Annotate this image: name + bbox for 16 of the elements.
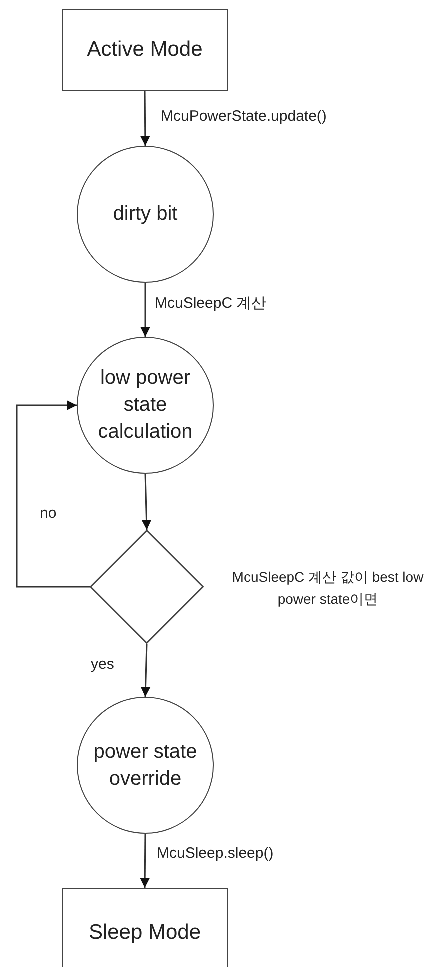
arrow [140, 283, 150, 337]
edge-label: McuSleep.sleep() [155, 845, 276, 862]
process-circle: power state override [77, 697, 214, 834]
arrow [140, 644, 151, 698]
edge-label: McuPowerState.update() [159, 108, 329, 125]
edge-label: McuSleepC 계산 [153, 294, 269, 313]
arrow [142, 474, 152, 530]
decision-diamond [90, 530, 204, 644]
process-circle: dirty bit [77, 146, 214, 283]
state-box: Sleep Mode [62, 888, 228, 967]
state-box: Active Mode [62, 9, 228, 91]
condition-text: McuSleepC 계산 값이 best low power state이면 [231, 568, 425, 609]
process-circle: low power state calculation [77, 337, 214, 474]
arrow [16, 400, 90, 588]
arrow [140, 91, 150, 146]
arrow [140, 834, 150, 888]
